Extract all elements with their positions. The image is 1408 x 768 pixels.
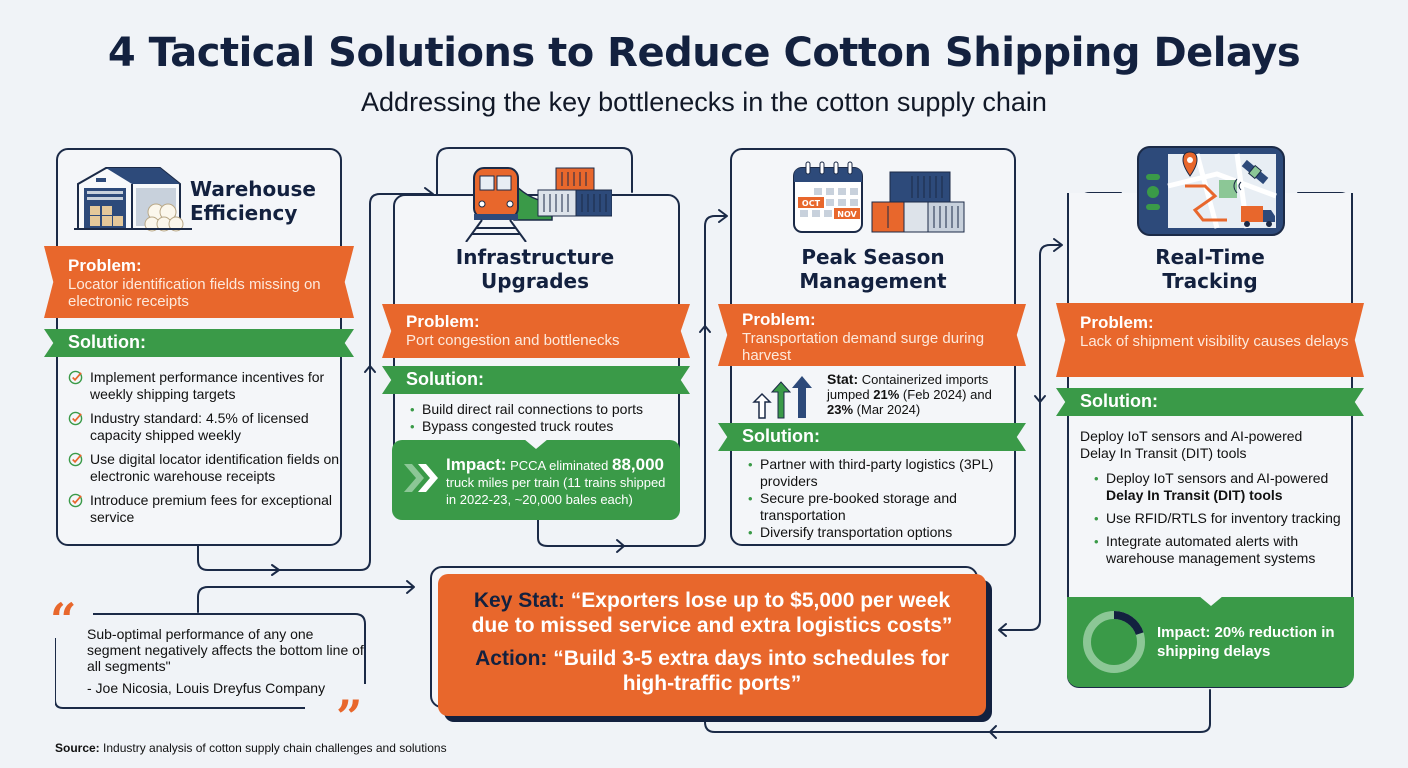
list-item: Secure pre-booked storage and transporta… — [746, 490, 996, 524]
list-item: Build direct rail connections to ports — [408, 401, 678, 418]
solution-banner: Solution: — [382, 366, 690, 394]
card-title: Peak Season Management — [799, 245, 947, 293]
quote-text: Sub-optimal performance of any one segme… — [87, 626, 364, 674]
impact-text: Impact: 20% reduction in shipping delays — [1157, 624, 1335, 660]
donut-progress-icon — [1083, 610, 1145, 673]
solution-banner: Solution: — [718, 423, 1026, 451]
check-icon — [68, 411, 83, 426]
key-stat-text: “Exporters lose up to $5,000 per week du… — [471, 589, 953, 637]
list-item: Use RFID/RTLS for inventory tracking — [1092, 510, 1350, 527]
problem-banner: Problem: Locator identification fields m… — [44, 246, 354, 318]
svg-text:OCT: OCT — [802, 199, 821, 208]
solution-list: Build direct rail connections to ports B… — [408, 401, 678, 435]
check-icon — [68, 452, 83, 467]
double-chevron-icon — [404, 464, 438, 492]
problem-banner: Problem: Lack of shipment visibility cau… — [1056, 303, 1364, 377]
solution-intro: Deploy IoT sensors and AI-powered Delay … — [1080, 428, 1303, 461]
problem-banner: Problem: Port congestion and bottlenecks — [382, 304, 690, 358]
list-item: Partner with third-party logistics (3PL)… — [746, 456, 996, 490]
key-stat-box: Key Stat: “Exporters lose up to $5,000 p… — [430, 566, 986, 716]
page-subtitle: Addressing the key bottlenecks in the co… — [361, 87, 1047, 117]
rising-arrows-icon — [752, 376, 812, 419]
solution-banner: Solution: — [1056, 388, 1364, 416]
list-item: Bypass congested truck routes — [408, 418, 678, 435]
card-title: Infrastructure Upgrades — [455, 245, 615, 293]
train-containers-icon — [465, 167, 612, 242]
stat-text: Stat: Containerized imports jumped 21% (… — [827, 371, 992, 418]
solution-banner: Solution: — [44, 329, 354, 357]
warehouse-icon — [74, 167, 192, 232]
quote-box: Sub-optimal performance of any one segme… — [55, 612, 367, 710]
source-footer: Source: Industry analysis of cotton supp… — [55, 741, 447, 755]
gps-tracker-icon — [1137, 146, 1285, 236]
quote-frame — [55, 613, 366, 709]
check-icon — [68, 493, 83, 508]
close-quote-icon: ” — [336, 690, 363, 744]
list-item: Diversify transportation options — [746, 524, 996, 541]
check-icon — [68, 370, 83, 385]
list-item: Introduce premium fees for exceptional s… — [68, 492, 340, 526]
solution-list: Partner with third-party logistics (3PL)… — [746, 456, 996, 541]
svg-text:NOV: NOV — [837, 210, 857, 219]
quote-author: - Joe Nicosia, Louis Dreyfus Company — [87, 680, 326, 696]
list-item: Integrate automated alerts with warehous… — [1092, 533, 1350, 567]
list-item: Implement performance incentives for wee… — [68, 369, 340, 403]
open-quote-icon: “ — [50, 593, 77, 647]
card-title: Warehouse Efficiency — [190, 177, 316, 225]
list-item: Industry standard: 4.5% of licensed capa… — [68, 410, 340, 444]
key-stat-panel: Key Stat: “Exporters lose up to $5,000 p… — [438, 574, 986, 716]
impact-box: Impact: PCCA eliminated 88,000 truck mil… — [392, 439, 680, 520]
card-title: Real-Time Tracking — [1155, 245, 1265, 293]
problem-banner: Problem: Transportation demand surge dur… — [718, 304, 1026, 366]
list-item: Use digital locator identification field… — [68, 451, 340, 485]
impact-text: Impact: PCCA eliminated 88,000 truck mil… — [446, 455, 666, 507]
calendar-containers-icon: OCT NOV — [793, 161, 965, 233]
solution-list: Implement performance incentives for wee… — [68, 369, 340, 533]
page-title: 4 Tactical Solutions to Reduce Cotton Sh… — [107, 30, 1301, 76]
impact-box: Impact: 20% reduction in shipping delays — [1067, 596, 1354, 687]
action-text: “Build 3-5 extra days into schedules for… — [553, 647, 949, 695]
